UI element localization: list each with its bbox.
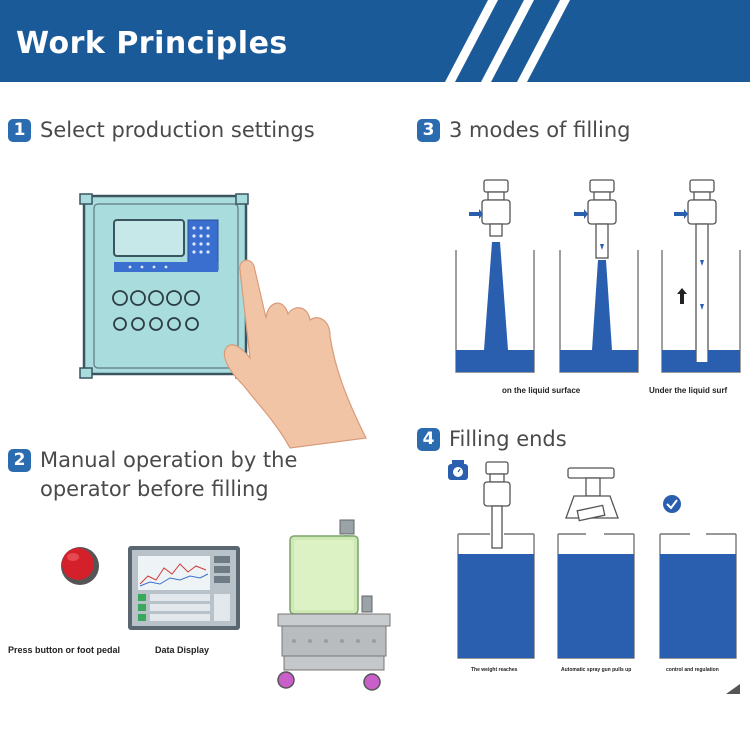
step-2-label-line-1: Manual operation by the [40, 448, 298, 472]
step-3-heading: 3 3 modes of filling [417, 116, 631, 145]
fill-mode-caption-under-surface: Under the liquid surf [649, 386, 728, 395]
filling-end-caption-1: The weight reaches [471, 667, 518, 673]
step-3-badge: 3 [417, 119, 440, 142]
push-button-caption: Press button or foot pedal [8, 645, 121, 655]
filling-modes-diagram [455, 179, 741, 373]
fill-mode-2-diagram [559, 179, 639, 373]
filling-machine-illustration [277, 519, 391, 691]
filling-end-caption-2: Automatic spray gun pulls up [561, 667, 632, 673]
fill-mode-1-diagram [455, 179, 535, 373]
fill-mode-3-diagram [661, 179, 741, 373]
corner-mark-icon [726, 684, 740, 694]
push-button-icon [61, 547, 99, 585]
hand-icon [223, 259, 367, 449]
step-1-label: Select production settings [40, 118, 315, 142]
step-2-label-line-2: operator before filling [40, 477, 269, 501]
step-2-label: Manual operation by the operator before … [40, 446, 297, 504]
step-4-badge: 4 [417, 428, 440, 451]
filling-end-2-diagram [557, 467, 635, 659]
data-display-icon [128, 546, 240, 630]
filling-ends-diagram [448, 460, 737, 659]
step-1-badge: 1 [8, 119, 31, 142]
weighing-scale-icon [448, 460, 468, 480]
data-display-caption: Data Display [155, 645, 210, 655]
step-3-label: 3 modes of filling [449, 118, 631, 142]
step-1-heading: 1 Select production settings [8, 116, 315, 145]
filling-end-3-diagram [659, 533, 737, 659]
page-title: Work Principles [16, 26, 288, 61]
step-2-badge: 2 [8, 449, 31, 472]
control-panel-illustration [79, 193, 367, 449]
checkmark-icon [663, 495, 681, 513]
filling-end-1-diagram [457, 461, 535, 659]
header-banner [0, 0, 750, 82]
step-4-heading: 4 Filling ends [417, 425, 567, 454]
step-2-heading: 2 Manual operation by the operator befor… [8, 446, 297, 504]
step-4-label: Filling ends [449, 427, 567, 451]
filling-end-caption-3: control and regulation [666, 667, 719, 673]
fill-mode-caption-surface: on the liquid surface [502, 386, 581, 395]
